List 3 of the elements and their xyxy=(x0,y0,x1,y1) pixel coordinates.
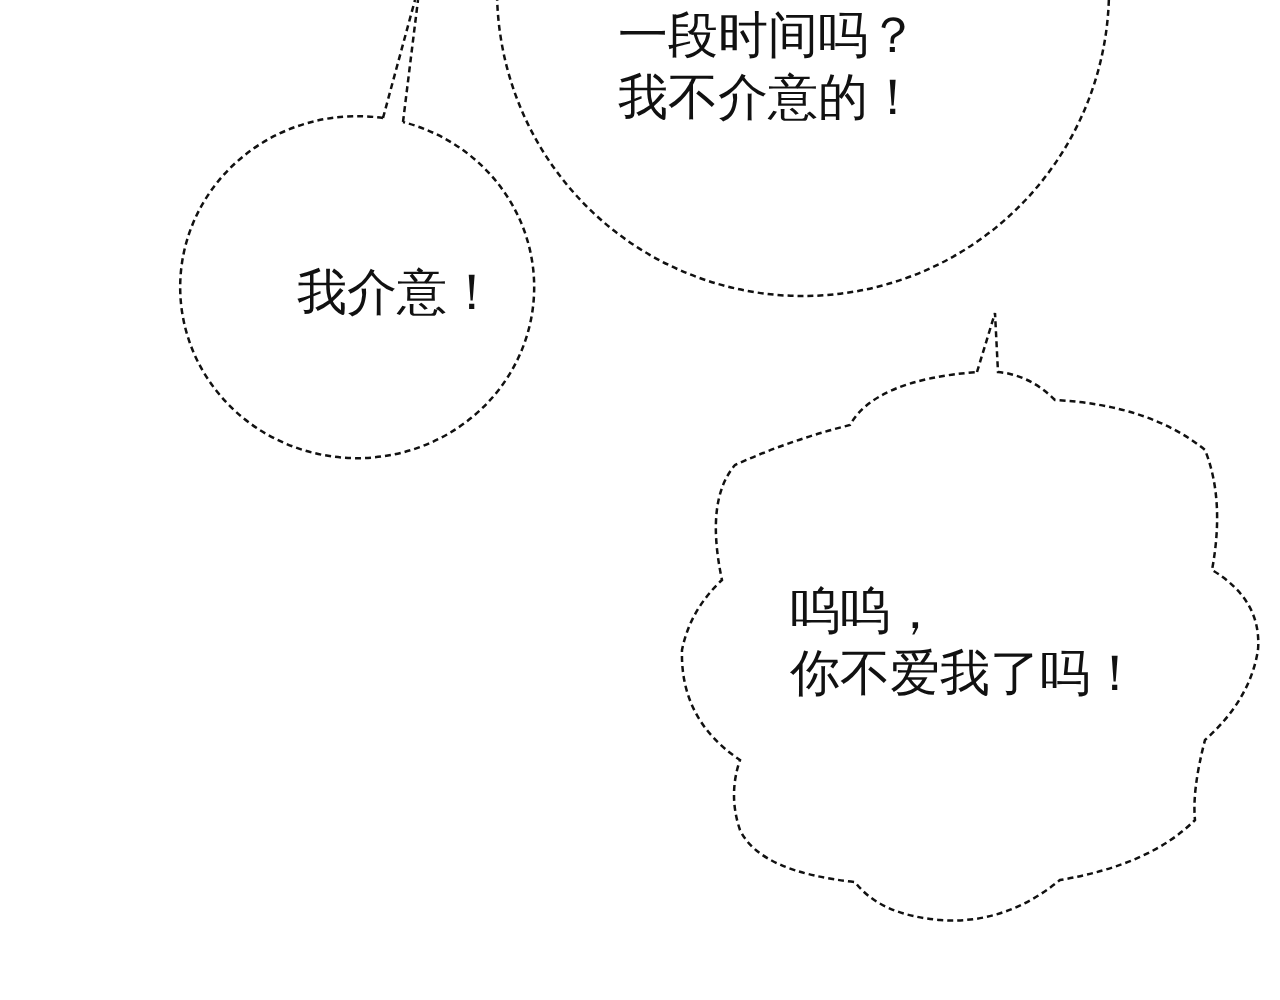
bubble-text: 呜呜，你不爱我了吗！ xyxy=(790,581,1140,704)
bubble-text: 一段时间吗？我不介意的！ xyxy=(618,5,918,128)
bubble-text: 我介意！ xyxy=(297,262,497,323)
